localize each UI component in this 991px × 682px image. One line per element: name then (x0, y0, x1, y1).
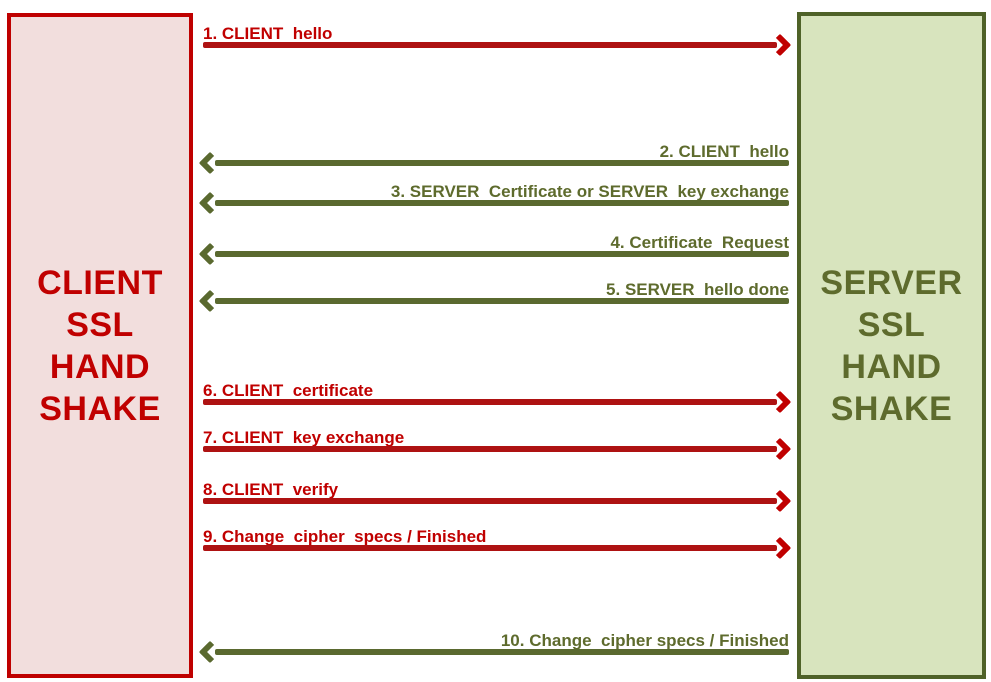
arrowhead-icon (198, 191, 222, 215)
message-label-7: 7. CLIENT key exchange (203, 428, 405, 447)
arrow-right-icon (200, 437, 792, 461)
arrowhead-icon (768, 390, 792, 414)
arrow-left-icon (198, 242, 790, 266)
message-label-1: 1. CLIENT hello (203, 24, 333, 43)
arrow-left-icon (198, 289, 790, 313)
arrow-shaft (203, 545, 777, 551)
message-row-4: 4. Certificate Request (198, 233, 790, 266)
message-row-6: 6. CLIENT certificate (200, 381, 792, 414)
arrowhead-icon (198, 242, 222, 266)
arrow-shaft (203, 446, 777, 452)
message-row-5: 5. SERVER hello done (198, 280, 790, 313)
message-row-1: 1. CLIENT hello (200, 24, 792, 57)
arrow-shaft (215, 160, 789, 166)
arrow-left-icon (198, 151, 790, 175)
arrow-left-icon (198, 640, 790, 664)
arrowhead-icon (768, 536, 792, 560)
client-box: CLIENT SSL HAND SHAKE (7, 13, 193, 678)
message-row-3: 3. SERVER Certificate or SERVER key exch… (198, 182, 790, 215)
arrow-shaft (203, 42, 777, 48)
server-box-title: SERVER SSL HAND SHAKE (820, 263, 963, 428)
arrow-right-icon (200, 33, 792, 57)
message-label-4: 4. Certificate Request (610, 233, 789, 252)
message-label-10: 10. Change cipher specs / Finished (500, 631, 789, 650)
message-row-10: 10. Change cipher specs / Finished (198, 631, 790, 664)
message-label-6: 6. CLIENT certificate (203, 381, 374, 400)
client-box-title: CLIENT SSL HAND SHAKE (37, 263, 163, 428)
arrow-right-icon (200, 489, 792, 513)
arrowhead-icon (768, 33, 792, 57)
message-label-3: 3. SERVER Certificate or SERVER key exch… (390, 182, 789, 201)
arrowhead-icon (198, 151, 222, 175)
message-row-9: 9. Change cipher specs / Finished (200, 527, 792, 560)
arrowhead-icon (768, 489, 792, 513)
message-row-7: 7. CLIENT key exchange (200, 428, 792, 461)
arrow-right-icon (200, 390, 792, 414)
server-box: SERVER SSL HAND SHAKE (797, 12, 986, 679)
arrow-right-icon (200, 536, 792, 560)
message-label-5: 5. SERVER hello done (606, 280, 789, 299)
arrow-shaft (215, 251, 789, 257)
arrowhead-icon (198, 640, 222, 664)
arrowhead-icon (198, 289, 222, 313)
arrow-shaft (215, 200, 789, 206)
arrow-shaft (215, 649, 789, 655)
arrowhead-icon (768, 437, 792, 461)
arrow-shaft (215, 298, 789, 304)
message-label-2: 2. CLIENT hello (659, 142, 789, 161)
arrow-shaft (203, 399, 777, 405)
message-row-2: 2. CLIENT hello (198, 142, 790, 175)
arrow-shaft (203, 498, 777, 504)
arrow-left-icon (198, 191, 790, 215)
message-row-8: 8. CLIENT verify (200, 480, 792, 513)
message-label-9: 9. Change cipher specs / Finished (203, 527, 487, 546)
message-label-8: 8. CLIENT verify (203, 480, 339, 499)
